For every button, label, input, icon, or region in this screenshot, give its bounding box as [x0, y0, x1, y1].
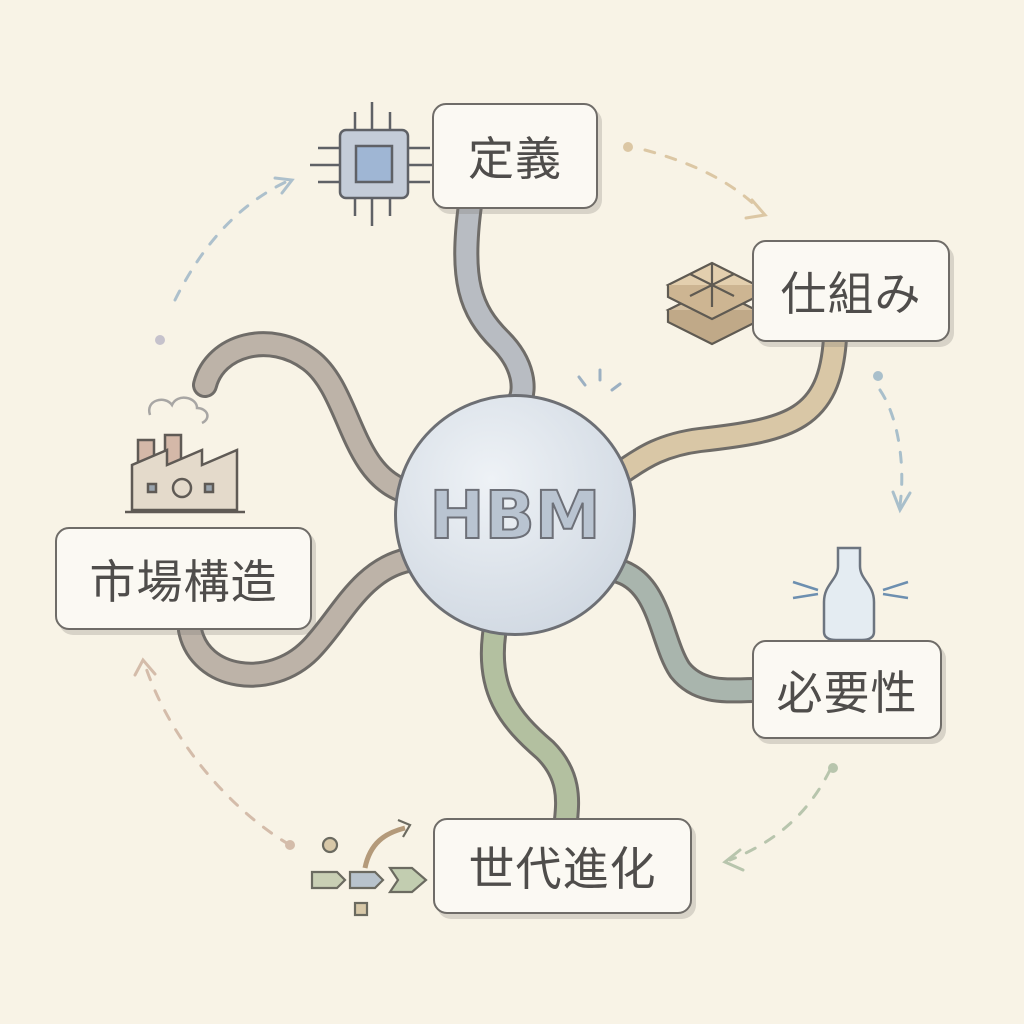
branch-generation: [479, 615, 581, 833]
branch-market: [177, 331, 421, 688]
node-definition[interactable]: 定義: [432, 103, 598, 209]
chip-icon: [310, 102, 438, 226]
node-label: 必要性: [776, 665, 918, 720]
node-label: 世代進化: [468, 842, 657, 896]
branch-necessity: [602, 557, 768, 704]
node-mechanism[interactable]: 仕組み: [752, 240, 950, 342]
bottleneck-bottle-icon: [792, 546, 909, 642]
node-market-structure[interactable]: 市場構造: [55, 527, 312, 630]
node-label: 仕組み: [780, 267, 922, 321]
center-label: HBM: [428, 476, 601, 555]
center-node-hbm[interactable]: HBM: [394, 394, 636, 636]
node-generation-evolution[interactable]: 世代進化: [433, 818, 692, 914]
branch-mechanism: [612, 325, 848, 483]
stacked-layers-icon: [665, 261, 759, 346]
branch-definition: [453, 192, 536, 413]
factory-icon: [125, 396, 245, 514]
cycle-arrows: [143, 148, 904, 862]
progression-arrows-icon: [310, 818, 428, 917]
node-label: 市場構造: [89, 554, 278, 609]
node-label: 定義: [468, 132, 562, 186]
node-necessity[interactable]: 必要性: [752, 640, 942, 739]
